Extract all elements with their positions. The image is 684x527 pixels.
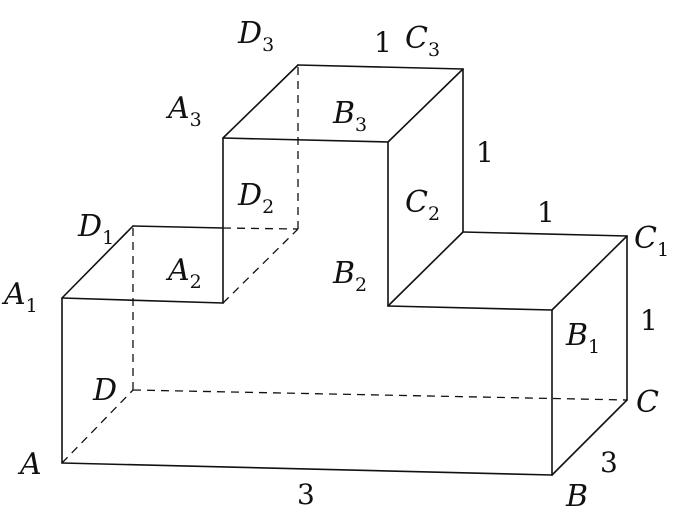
edge-d1-d2 [132, 225, 224, 229]
edge-d3-c3 [297, 64, 464, 70]
label-b: B [565, 479, 588, 514]
label-c: C [636, 385, 659, 420]
label-d2: D2 [237, 178, 274, 218]
edge-b2-c2 [387, 231, 464, 307]
edge-a3-b3 [222, 137, 389, 143]
dimension-cc1: 1 [640, 304, 658, 337]
label-d1: D1 [77, 209, 114, 249]
label-c2: C2 [405, 185, 440, 225]
label-d3: D3 [237, 16, 274, 56]
vertex-labels: A B C D A1 B1 C1 D1 A2 B2 C2 D2 A3 B3 C3… [1, 16, 669, 514]
edge-c2-c1 [462, 231, 628, 237]
edge-a1-d1 [61, 225, 134, 299]
edge-d2-d1-join [222, 227, 299, 230]
label-a2: A2 [165, 253, 202, 293]
dimension-c1-top: 1 [537, 196, 555, 229]
dimension-d3c3: 1 [374, 26, 392, 59]
edge-d-c [132, 389, 628, 401]
edge-b3-c3 [387, 68, 464, 143]
dimension-labels: 3 3 1 1 1 1 [297, 26, 658, 511]
hidden-edges [61, 65, 628, 464]
dimension-ab: 3 [297, 478, 315, 511]
edge-a1-a2 [61, 297, 224, 304]
visible-edges [61, 64, 628, 476]
edge-a-d [61, 389, 134, 464]
edge-b-c [551, 399, 628, 476]
label-a: A [17, 447, 42, 482]
label-b2: B2 [332, 256, 367, 296]
label-b1: B1 [565, 318, 600, 358]
edge-a-b [61, 462, 553, 476]
label-c1: C1 [634, 221, 669, 261]
dimension-bc: 3 [600, 446, 618, 479]
label-a1: A1 [1, 277, 38, 317]
edge-b1-c1 [551, 235, 628, 311]
dimension-c2c3: 1 [476, 136, 494, 169]
label-a3: A3 [165, 91, 202, 131]
edge-b2-b1 [387, 305, 553, 311]
label-b3: B3 [332, 96, 367, 136]
label-c3: C3 [405, 21, 440, 61]
edge-a2-d2 [222, 228, 299, 304]
label-d: D [92, 373, 117, 408]
edge-a3-d3 [222, 64, 299, 139]
